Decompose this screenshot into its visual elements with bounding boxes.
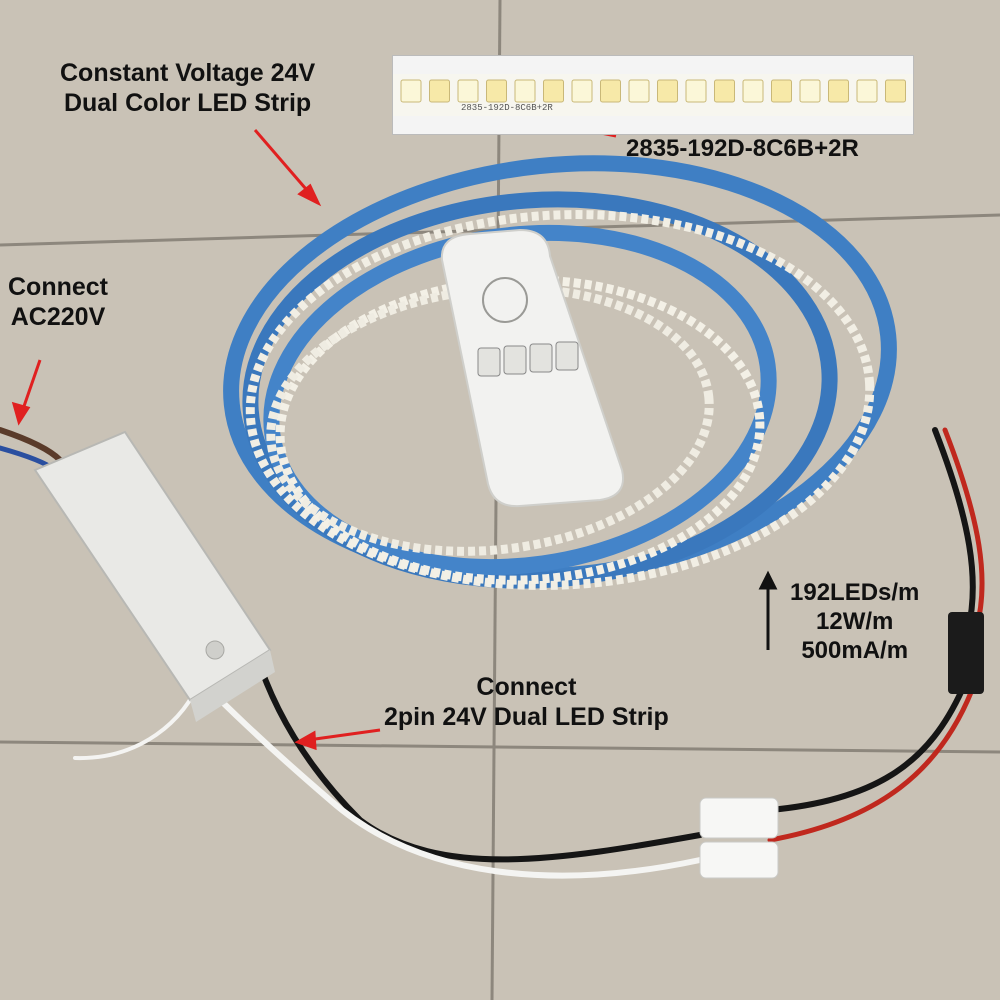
strip-print-text: 2835-192D-8C6B+2R [461, 103, 553, 113]
strip-wires [0, 427, 985, 879]
led-chip [600, 79, 621, 103]
spec-power: 12W/m [816, 608, 894, 635]
spec-current: 500mA/m [801, 637, 909, 664]
led-chip [742, 79, 764, 103]
led-chip [657, 79, 678, 103]
strip-type-line1: Constant Voltage 24V [60, 59, 316, 87]
led-chip [714, 79, 735, 103]
led-chip [685, 79, 707, 103]
led-chip [799, 79, 821, 103]
led-chip [486, 79, 507, 103]
led-chip [885, 79, 906, 103]
led-chip [457, 79, 479, 103]
jst-connector [948, 612, 984, 694]
model-number-label: 2835-192D-8C6B+2R [626, 135, 859, 162]
output-connect-line2: 2pin 24V Dual LED Strip [384, 703, 669, 731]
led-chip [571, 79, 593, 103]
spec-arrow [758, 570, 778, 650]
ac-input-line1: Connect [8, 273, 108, 301]
strip-closeup: 2835-192D-8C6B+2R [393, 74, 913, 116]
ac-input-label: Connect AC220V [8, 272, 108, 332]
output-connect-line1: Connect [476, 673, 577, 701]
spec-label: 192LEDs/m 12W/m 500mA/m [790, 578, 919, 665]
led-chip [429, 79, 450, 103]
led-chip [828, 79, 849, 103]
strip-closeup-inset: 2835-192D-8C6B+2R [392, 55, 914, 135]
ac-input-line2: AC220V [10, 303, 106, 331]
led-chip [628, 79, 650, 103]
led-chip [543, 79, 564, 103]
led-chip [856, 79, 878, 103]
led-chip [514, 79, 536, 103]
led-driver [33, 430, 275, 722]
strip-type-line2: Dual Color LED Strip [63, 89, 312, 117]
output-connect-label: Connect 2pin 24V Dual LED Strip [384, 672, 669, 732]
spec-density: 192LEDs/m [790, 579, 920, 606]
strip-type-label: Constant Voltage 24V Dual Color LED Stri… [60, 58, 315, 118]
lever-connectors [699, 797, 779, 879]
led-chip [400, 79, 422, 103]
led-chip [771, 79, 792, 103]
remote-control [440, 228, 624, 508]
